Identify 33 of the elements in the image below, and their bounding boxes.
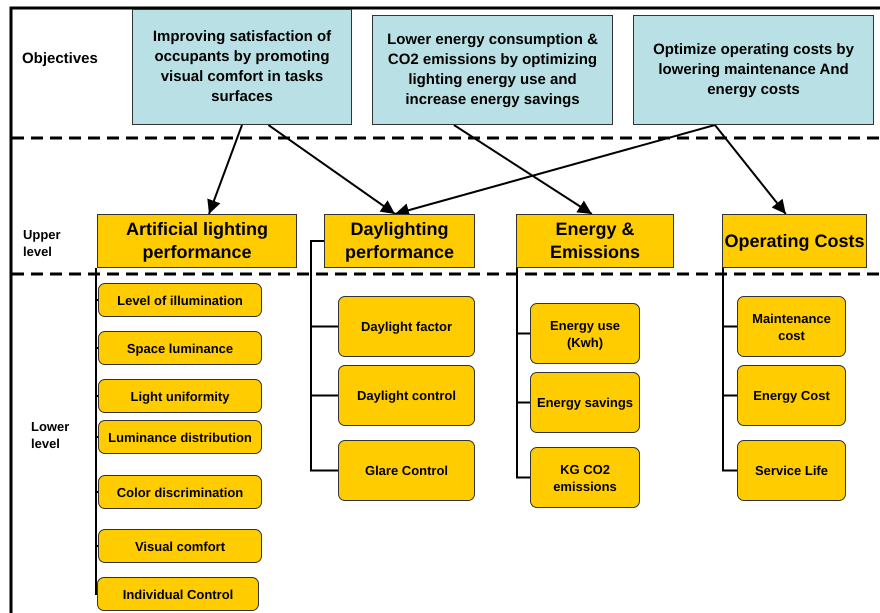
criterion-box: Level of illumination	[98, 283, 262, 317]
arrow	[394, 124, 716, 217]
category-box: Operating Costs	[722, 214, 867, 268]
arrow	[207, 124, 243, 214]
criterion-box: Energy use (Kwh)	[530, 303, 640, 364]
criterion-box: Individual Control	[97, 577, 259, 611]
criterion-box: Light uniformity	[98, 379, 262, 413]
arrow	[268, 124, 396, 215]
level-label: Lower level	[31, 418, 70, 452]
category-box: Daylighting performance	[324, 214, 475, 268]
criterion-box: Service Life	[737, 440, 846, 501]
tree-connector	[310, 240, 338, 472]
criterion-box: KG CO2 emissions	[530, 447, 640, 508]
arrow	[453, 124, 592, 215]
criterion-box: Maintenance cost	[737, 296, 846, 357]
criterion-box: Color discrimination	[98, 475, 262, 509]
objective-box: Optimize operating costs by lowering maintenance And energy costs	[633, 15, 874, 125]
level-label: Objectives	[22, 50, 99, 67]
criterion-box: Energy savings	[530, 372, 640, 433]
objective-box: Improving satisfaction of occupants by promoting visual comfort in tasks surfaces	[132, 9, 352, 125]
criterion-box: Daylight control	[338, 365, 475, 426]
objective-box: Lower energy consumption & CO2 emissions by optimizing lighting energy use and increase energy savings	[372, 15, 613, 125]
category-box: Energy & Emissions	[516, 214, 674, 268]
tree-connector	[95, 268, 98, 595]
category-box: Artificial lighting performance	[97, 214, 297, 268]
criterion-box: Glare Control	[338, 440, 475, 501]
criterion-box: Space luminance	[98, 331, 262, 365]
level-label: Upper level	[23, 226, 62, 260]
criterion-box: Daylight factor	[338, 296, 475, 357]
criterion-box: Energy Cost	[737, 365, 846, 426]
arrow	[714, 124, 787, 215]
criterion-box: Luminance distribution	[98, 420, 262, 454]
criterion-box: Visual comfort	[98, 529, 262, 563]
